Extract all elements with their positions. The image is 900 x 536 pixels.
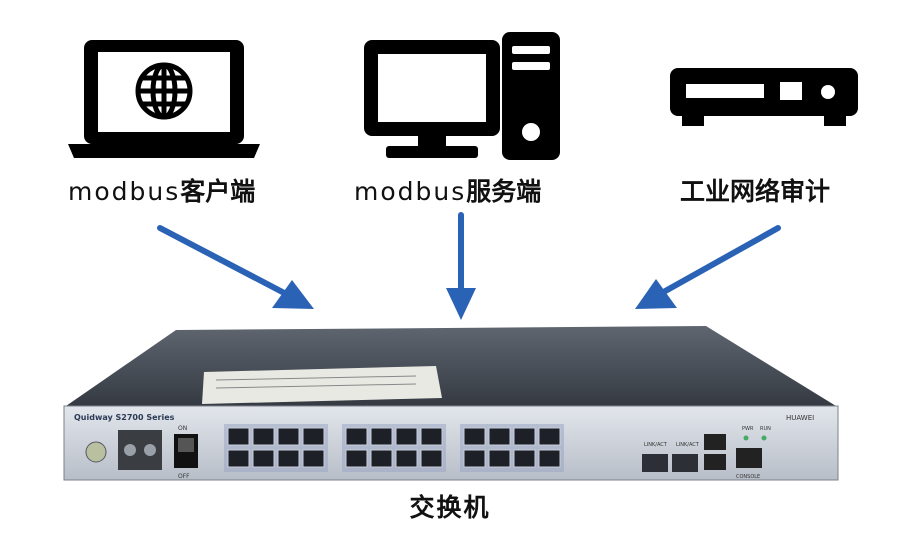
- client-label-suffix: 客户端: [180, 177, 256, 206]
- ethernet-port: [302, 427, 325, 446]
- ethernet-port: [277, 449, 300, 468]
- network-appliance-icon: [670, 68, 858, 126]
- ethernet-port: [463, 427, 486, 446]
- audit-label: 工业网络审计: [680, 172, 830, 208]
- server-label: modbus服务端: [354, 172, 541, 208]
- ethernet-port: [488, 427, 511, 446]
- ethernet-port: [370, 449, 393, 468]
- ethernet-port: [538, 427, 561, 446]
- server-label-prefix: modbus: [354, 177, 467, 206]
- ethernet-port: [370, 427, 393, 446]
- ethernet-port: [252, 427, 275, 446]
- arrow-server-to-switch: [446, 212, 476, 320]
- device-model-text: Quidway S2700 Series: [74, 413, 175, 422]
- power-on-label: ON: [178, 425, 187, 432]
- power-switch: ON OFF: [174, 425, 198, 480]
- sfp-linkact-label-2: LINK/ACT: [676, 442, 700, 448]
- ethernet-port: [302, 449, 325, 468]
- network-switch-image: Quidway S2700 Series HUAWEI ON OFF LINK/…: [63, 326, 839, 481]
- device-sticker: [202, 366, 442, 404]
- ethernet-port: [277, 427, 300, 446]
- ethernet-ports: [227, 427, 561, 468]
- ethernet-port: [345, 449, 368, 468]
- run-led-label: RUN: [760, 426, 771, 432]
- console-port: CONSOLE: [736, 448, 762, 480]
- client-label-prefix: modbus: [68, 177, 181, 206]
- ethernet-port: [513, 427, 536, 446]
- laptop-icon: [68, 40, 260, 158]
- ethernet-port: [252, 449, 275, 468]
- switch-label: 交换机: [409, 493, 491, 522]
- sfp-ports: LINK/ACT LINK/ACT: [642, 434, 726, 472]
- ethernet-port: [488, 449, 511, 468]
- audit-label-text: 工业网络审计: [680, 177, 831, 206]
- device-brand-text: HUAWEI: [786, 414, 814, 422]
- desktop-computer-icon: [364, 32, 560, 160]
- ethernet-port: [395, 449, 418, 468]
- console-label: CONSOLE: [736, 474, 760, 480]
- pwr-led-label: PWR: [742, 426, 754, 432]
- ethernet-port: [420, 449, 443, 468]
- status-leds: PWR RUN: [742, 426, 771, 441]
- server-label-suffix: 服务端: [466, 177, 542, 206]
- ethernet-port: [345, 427, 368, 446]
- ethernet-port: [463, 449, 486, 468]
- globe-icon: [135, 62, 193, 120]
- power-terminal: [85, 430, 162, 470]
- ethernet-port: [538, 449, 561, 468]
- arrow-audit-to-switch: [635, 225, 781, 309]
- arrow-client-to-switch: [157, 225, 314, 309]
- ethernet-port: [513, 449, 536, 468]
- ethernet-port: [227, 427, 250, 446]
- ethernet-port: [395, 427, 418, 446]
- ethernet-port: [227, 449, 250, 468]
- sfp-linkact-label-1: LINK/ACT: [644, 442, 668, 448]
- power-off-label: OFF: [178, 473, 190, 480]
- ethernet-port: [420, 427, 443, 446]
- client-label: modbus客户端: [68, 172, 255, 208]
